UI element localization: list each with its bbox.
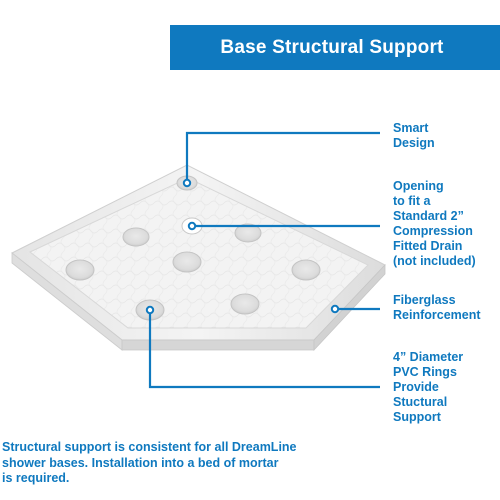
callout-line: (not included) (393, 254, 476, 268)
pvc-ring (172, 251, 202, 273)
pvc-ring (122, 227, 150, 247)
title-banner: Base Structural Support (170, 25, 500, 70)
leader-dots (145, 178, 340, 315)
callout-line: Design (393, 136, 435, 150)
pvc-ring (230, 293, 260, 315)
callout-line: Standard 2” (393, 209, 464, 223)
callout-line: Stuctural (393, 395, 448, 409)
callout-pvc-rings: 4” Diameter PVC Rings Provide Stuctural … (393, 350, 463, 425)
footnote-line: is required. (2, 471, 70, 485)
base-side-right (313, 263, 386, 352)
footnote-line: shower bases. Installation into a bed of… (2, 455, 279, 470)
pvc-ring (65, 259, 95, 281)
pvc-ring (291, 259, 321, 281)
leader-dot (182, 178, 192, 188)
leader-dot (330, 304, 340, 314)
leader-smart-design (185, 131, 380, 183)
callout-line: Support (393, 410, 441, 424)
callout-smart-design: Smart Design (393, 121, 435, 151)
base-textured-surface (29, 177, 369, 329)
callout-line: 4” Diameter (393, 350, 464, 364)
footnote: Structural support is consistent for all… (2, 440, 297, 487)
callout-line: Provide (393, 380, 439, 394)
callout-line: Smart (393, 121, 429, 135)
callout-line: Opening (393, 179, 444, 193)
leader-lines (148, 131, 380, 389)
footnote-line: Structural support is consistent for all… (2, 440, 297, 454)
pvc-ring (234, 223, 262, 243)
page-title: Base Structural Support (220, 36, 444, 58)
leader-dot (145, 305, 155, 315)
callout-line: Reinforcement (393, 308, 481, 322)
callout-drain-opening: Opening to fit a Standard 2” Compression… (393, 179, 476, 269)
callout-fiberglass: Fiberglass Reinforcement (393, 293, 481, 323)
leader-dot (187, 221, 197, 231)
callout-line: to fit a (393, 194, 431, 208)
callout-line: Fitted Drain (393, 239, 463, 253)
callout-line: Compression (393, 224, 473, 238)
callout-line: Fiberglass (393, 293, 456, 307)
pvc-rings (65, 175, 321, 321)
leader-pvc-rings (148, 310, 380, 389)
callout-line: PVC Rings (393, 365, 457, 379)
